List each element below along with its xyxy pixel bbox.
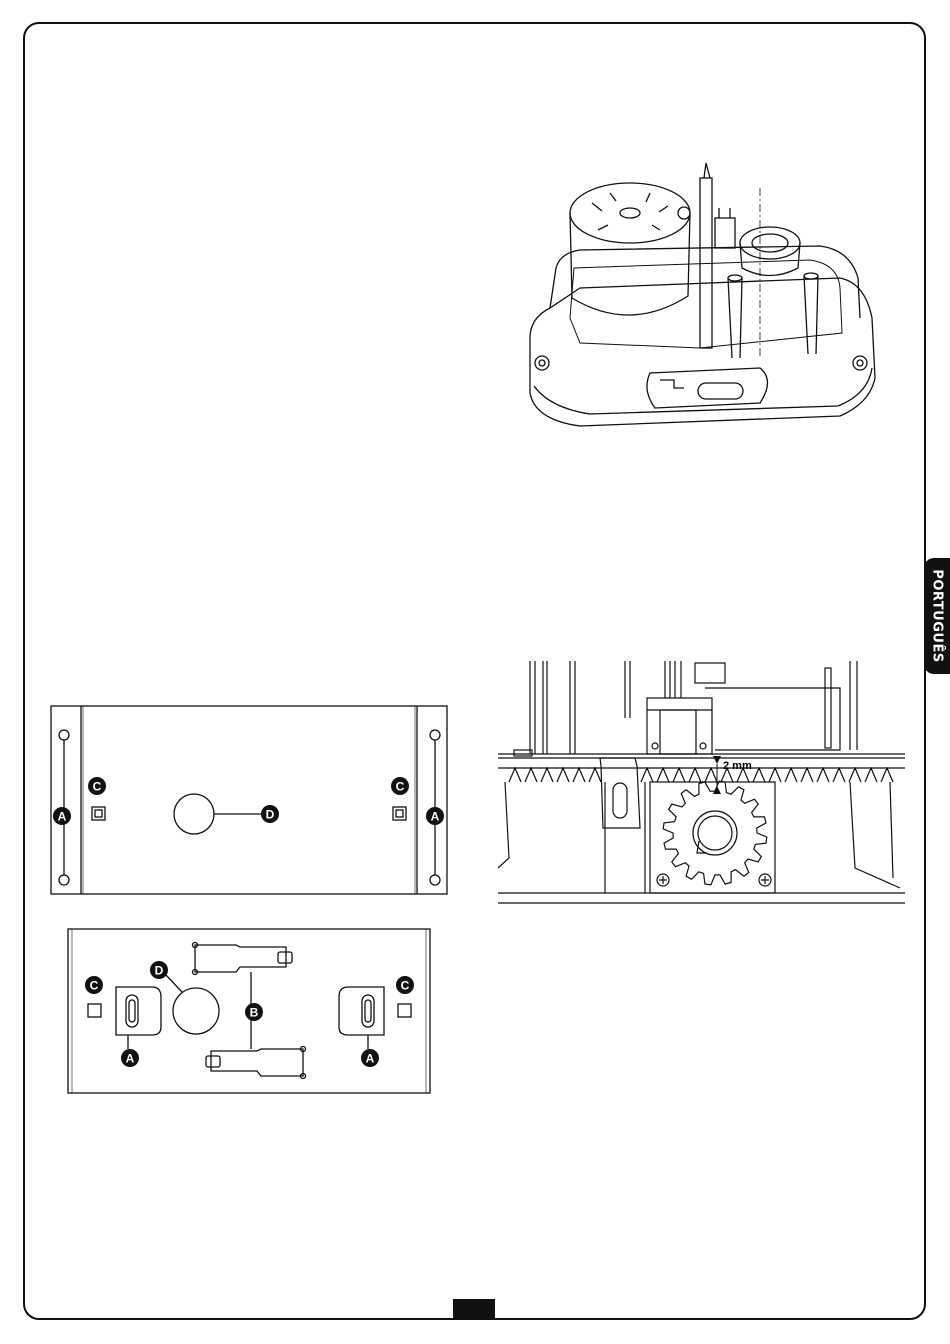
rack-pinion-figure: 2 mm [495,658,907,908]
pinion-gear [663,781,767,885]
svg-text:C: C [93,780,102,794]
svg-text:C: C [90,979,99,993]
svg-text:A: A [366,1052,375,1066]
mounting-plate-bottom-figure: C D B C A A [66,927,434,1097]
motor-gearbox-illustration [520,158,885,433]
callout-c-left: C [88,777,106,795]
svg-text:A: A [58,810,67,824]
svg-text:D: D [155,964,164,978]
svg-text:C: C [401,979,410,993]
pinion-gear-outline [663,781,767,885]
callout-a-left: A [121,1049,139,1067]
language-tab-label: PORTUGUÊS [930,569,945,662]
callout-a-right: A [426,807,444,825]
page-number-block [453,1299,495,1320]
svg-text:B: B [250,1006,259,1020]
callout-c-right: C [396,976,414,994]
svg-text:D: D [266,808,275,822]
callout-a-right: A [361,1049,379,1067]
callout-c-right: C [391,777,409,795]
mounting-plate-top-figure: A C D C A [50,705,450,897]
callout-a-left: A [53,807,71,825]
clearance-dimension-label: 2 mm [723,760,752,772]
callout-d: D [150,961,168,979]
callout-c-left: C [85,976,103,994]
svg-text:A: A [431,810,440,824]
callout-d: D [261,805,279,823]
svg-text:A: A [126,1052,135,1066]
callout-b: B [245,1003,263,1021]
svg-text:C: C [396,780,405,794]
language-tab: PORTUGUÊS [924,558,950,674]
